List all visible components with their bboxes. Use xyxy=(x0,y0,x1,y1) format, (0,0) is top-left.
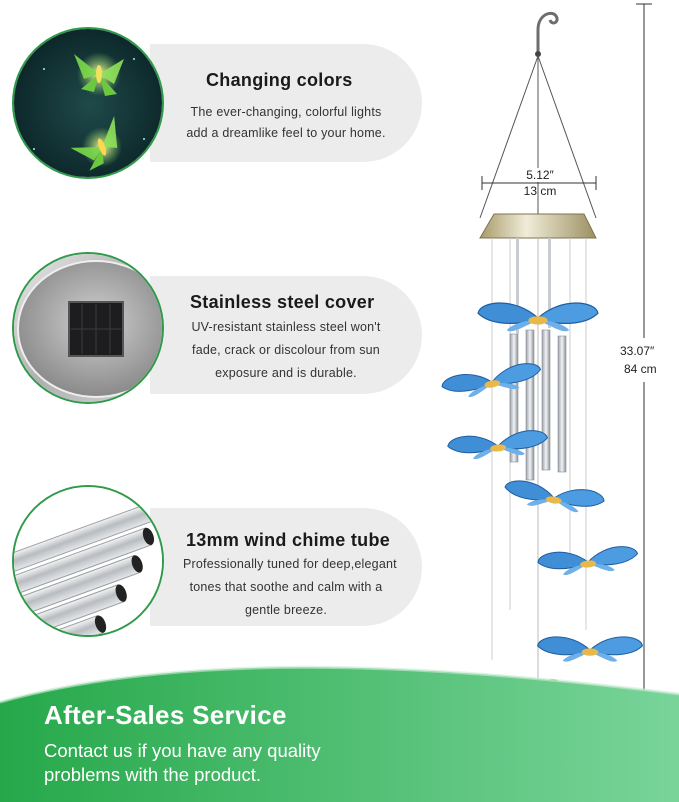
feature-text-line: Professionally tuned for deep,elegant xyxy=(183,557,397,571)
chime-tubes-icon xyxy=(14,487,162,635)
after-sales-title: After-Sales Service xyxy=(44,700,287,730)
height-inches-label: 33.07″ xyxy=(620,344,655,358)
solar-panel-icon xyxy=(14,254,162,402)
feature-card-chime-tube xyxy=(150,508,422,626)
feature-card-stainless-cover xyxy=(150,276,422,394)
feature-text-line: UV-resistant stainless steel won't xyxy=(191,320,381,334)
width-inches-label: 5.12″ xyxy=(510,168,570,182)
green-wave-background xyxy=(0,665,679,802)
feature-text-line: gentle breeze. xyxy=(244,603,328,617)
solar-panel-cover-photo xyxy=(12,252,164,404)
feature-title-changing-colors: Changing colors xyxy=(206,70,353,90)
feature-text-line: The ever-changing, colorful lights xyxy=(190,105,382,119)
after-sales-banner xyxy=(0,662,679,802)
feature-text-line: fade, crack or discolour from sun xyxy=(192,343,380,357)
feature-text-line: tones that soothe and calm with a xyxy=(189,580,383,594)
feature-text-line: exposure and is durable. xyxy=(215,366,357,380)
feature-text-line: add a dreamlike feel to your home. xyxy=(186,126,386,140)
feature-title-chime-tube: 13mm wind chime tube xyxy=(186,530,391,550)
butterfly-lights-photo xyxy=(12,27,164,179)
hanging-hook-icon xyxy=(536,11,559,52)
width-cm-label: 13 cm xyxy=(523,184,557,198)
glowing-butterflies-icon xyxy=(14,29,162,177)
feature-title-stainless-cover: Stainless steel cover xyxy=(190,292,375,312)
height-cm-label: 84 cm xyxy=(624,362,657,376)
feature-card-changing-colors xyxy=(150,44,422,162)
chime-tubes-photo xyxy=(12,485,164,637)
after-sales-line-2: problems with the product. xyxy=(44,764,261,785)
after-sales-line-1: Contact us if you have any quality xyxy=(44,740,321,761)
